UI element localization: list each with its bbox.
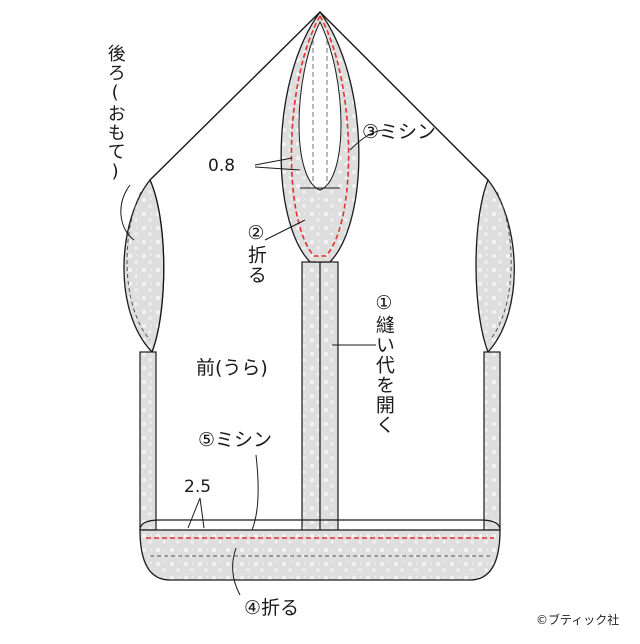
width-08-label: 0.8 <box>208 156 236 176</box>
back-outline <box>149 11 489 181</box>
leader-lines <box>120 129 387 596</box>
open-seam-1-label: ①縫い代を開く <box>372 292 395 435</box>
right-armhole <box>475 178 515 354</box>
fold-2-label: ②折る <box>244 222 267 285</box>
fold-4-label: ④折る <box>244 597 300 619</box>
front-side-edges <box>139 351 501 531</box>
left-armhole <box>123 178 165 354</box>
width-25-label: 2.5 <box>184 477 212 497</box>
hood-panel <box>280 10 360 263</box>
back-side-label: 後ろ(おもて) <box>104 44 126 183</box>
hem-band <box>139 519 501 581</box>
copyright-credit: ©ブティック社 <box>536 613 620 627</box>
stitch-5-label: ⑤ミシン <box>198 429 273 451</box>
stitch-3-label: ③ミシン <box>362 121 437 143</box>
front-side-label: 前(うら) <box>196 357 268 379</box>
center-seam <box>301 261 339 580</box>
